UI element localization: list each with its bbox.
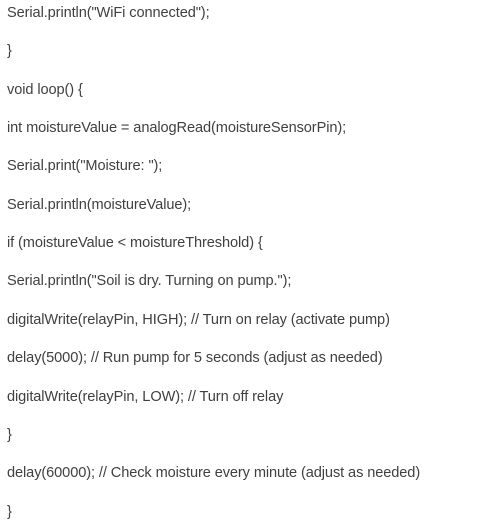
code-line: digitalWrite(relayPin, LOW); // Turn off… — [7, 389, 284, 405]
code-line: Serial.println("WiFi connected"); — [7, 5, 210, 21]
code-line: } — [7, 427, 12, 443]
code-line: } — [7, 504, 12, 520]
code-line: if (moistureValue < moistureThreshold) { — [7, 235, 263, 251]
code-line: int moistureValue = analogRead(moistureS… — [7, 120, 347, 136]
code-line: delay(60000); // Check moisture every mi… — [7, 465, 421, 481]
code-line: Serial.print("Moisture: "); — [7, 158, 163, 174]
code-line: Serial.println(moistureValue); — [7, 197, 192, 213]
code-line: } — [7, 43, 12, 59]
code-line: void loop() { — [7, 82, 83, 98]
code-line: delay(5000); // Run pump for 5 seconds (… — [7, 350, 383, 366]
code-line: Serial.println("Soil is dry. Turning on … — [7, 273, 292, 289]
code-line: digitalWrite(relayPin, HIGH); // Turn on… — [7, 312, 390, 328]
